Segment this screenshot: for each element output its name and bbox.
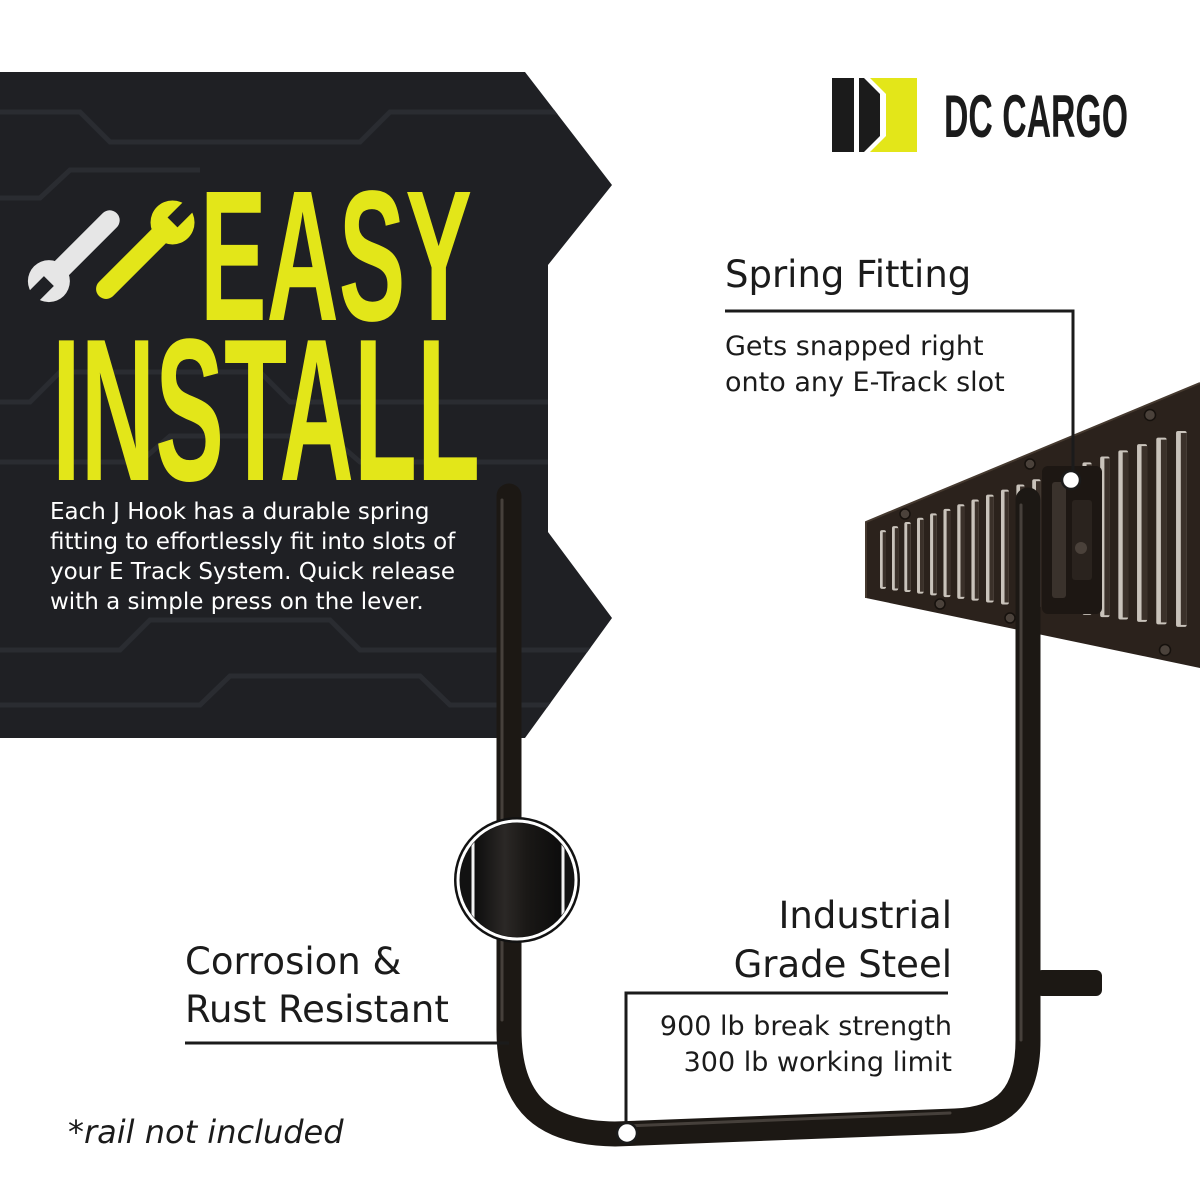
dc-cargo-logo-mark-icon bbox=[832, 78, 917, 152]
brand-name: DC CARGO bbox=[944, 83, 1128, 150]
callout-spring-fitting bbox=[725, 309, 1082, 491]
rail-slot-shadow bbox=[1004, 491, 1009, 603]
rail-slot-shadow bbox=[882, 532, 886, 587]
rail-slot-shadow bbox=[919, 519, 924, 592]
intro-paragraph: Each J Hook has a durable spring fitting… bbox=[50, 497, 455, 617]
steel-title: Industrial Grade Steel bbox=[734, 891, 952, 989]
rail-slot-shadow bbox=[946, 510, 951, 596]
rail-bolt bbox=[1158, 643, 1172, 657]
rail-slot-shadow bbox=[1104, 458, 1110, 616]
rail-slot-shadow bbox=[1160, 439, 1167, 623]
intro-line: Each J Hook has a durable spring bbox=[50, 499, 430, 525]
title-line: Rust Resistant bbox=[185, 988, 449, 1031]
headline-install: INSTALL bbox=[52, 297, 480, 524]
title-line: Grade Steel bbox=[733, 943, 952, 986]
spring-fitting-description: Gets snapped right onto any E-Track slot bbox=[725, 329, 1005, 401]
intro-line: your E Track System. Quick release bbox=[50, 559, 455, 585]
callout-dot bbox=[615, 1121, 639, 1145]
dc-cargo-logo: DC CARGO bbox=[832, 78, 1128, 152]
rail-slot-shadow bbox=[1180, 433, 1187, 625]
spring-fitting-title: Spring Fitting bbox=[725, 253, 972, 296]
rail-slot-shadow bbox=[1141, 446, 1148, 620]
rail-slot-shadow bbox=[960, 506, 965, 597]
footnote: *rail not included bbox=[68, 1113, 344, 1151]
rail-slot-shadow bbox=[989, 496, 994, 601]
callout-steel bbox=[615, 991, 948, 1145]
wrench-icon bbox=[24, 210, 120, 306]
magnifier-detail bbox=[454, 817, 580, 943]
rail-bolt bbox=[1143, 408, 1157, 422]
wrench-icon bbox=[96, 197, 198, 299]
rail-bolt bbox=[899, 508, 911, 520]
spec-line: 900 lb break strength bbox=[659, 1011, 952, 1042]
rail-bolt bbox=[934, 598, 946, 610]
intro-line: with a simple press on the lever. bbox=[50, 589, 424, 615]
description-line: Gets snapped right bbox=[725, 331, 984, 362]
banner-pattern bbox=[0, 109, 612, 708]
rail-slot-shadow bbox=[894, 528, 899, 589]
callout-dot bbox=[1060, 469, 1082, 491]
rail-bolt bbox=[1004, 612, 1016, 624]
title-line: Corrosion & bbox=[185, 940, 402, 983]
corrosion-title: Corrosion & Rust Resistant bbox=[185, 938, 449, 1034]
headline-easy: EASY bbox=[200, 153, 472, 360]
spring-fitting bbox=[1042, 466, 1102, 614]
rail-slot-shadow bbox=[907, 524, 911, 591]
rail-slot-shadow bbox=[933, 515, 937, 594]
spec-line: 300 lb working limit bbox=[683, 1047, 952, 1078]
intro-line: fitting to effortlessly fit into slots o… bbox=[50, 529, 456, 555]
hook-peg bbox=[1036, 970, 1102, 996]
rail-slot-shadow bbox=[974, 501, 979, 599]
description-line: onto any E-Track slot bbox=[725, 367, 1005, 398]
rail-slot-shadow bbox=[1122, 452, 1129, 618]
j-hook bbox=[496, 483, 1102, 1147]
steel-specs: 900 lb break strength 300 lb working lim… bbox=[660, 1009, 952, 1081]
title-line: Industrial bbox=[778, 894, 952, 937]
rail-bolt bbox=[1024, 458, 1036, 470]
